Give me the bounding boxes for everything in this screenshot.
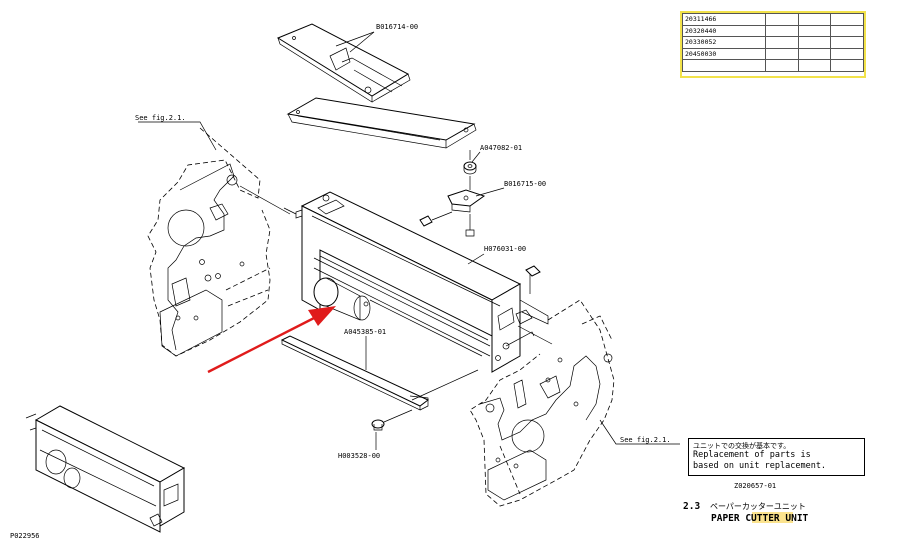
- title-english: PAPER CUTTER UNIT: [711, 513, 809, 524]
- label-top-cover: B016714-00: [376, 23, 418, 31]
- serial-number-cell: 20330052: [682, 36, 766, 49]
- doc-number: Z020657-01: [734, 482, 776, 490]
- serial-blank-cell: [797, 47, 832, 60]
- title-english-suffix: UNIT: [780, 513, 809, 524]
- label-bracket: B016715-00: [504, 180, 546, 188]
- left-side-frame: [138, 121, 271, 357]
- serial-blank-cell: [765, 59, 799, 72]
- title-english-highlight: CUTTER: [745, 513, 780, 524]
- serial-blank-cell: [830, 59, 864, 72]
- cutter-roller-part: [313, 257, 491, 357]
- serial-blank-cell: [765, 47, 799, 60]
- washer-part: [463, 150, 477, 175]
- title-block: Z020657-01 2.3 ペーパーカッターユニット PAPER CUTTER…: [683, 482, 809, 524]
- label-frame: H076031-00: [484, 245, 526, 253]
- note-line-1: Replacement of parts is: [693, 450, 811, 460]
- serial-blank-cell: [797, 59, 832, 72]
- serial-blank-cell: [765, 13, 799, 26]
- small-screw-part: [419, 211, 453, 227]
- ref-left: See fig.2.1.: [135, 114, 186, 122]
- ref-right: See fig.2.1.: [620, 436, 671, 444]
- bottom-screw-part: [371, 409, 413, 450]
- serial-blank-cell: [830, 13, 864, 26]
- lower-shaft-part: [280, 335, 429, 411]
- label-washer: A047082-01: [480, 144, 522, 152]
- note-box: ユニットでの交換が基本です。 Replacement of parts is b…: [688, 438, 865, 476]
- note-japanese: ユニットでの交換が基本です。: [693, 442, 791, 450]
- right-side-frame: [469, 299, 680, 507]
- section-number: 2.3: [683, 501, 700, 512]
- title-english-prefix: PAPER: [711, 513, 745, 524]
- serial-number-cell: [682, 59, 766, 72]
- label-roller: A045385-01: [344, 328, 386, 336]
- serial-row: [682, 59, 864, 72]
- red-pointer-arrow: [207, 306, 336, 374]
- middle-cover-part: [286, 97, 477, 149]
- label-screw: H003528-00: [338, 452, 380, 460]
- serial-number-cell: 20320440: [682, 24, 766, 37]
- serial-blank-cell: [830, 24, 864, 37]
- assembly-guide-lines: [239, 185, 553, 401]
- bracket-part: [447, 176, 486, 237]
- serial-blank-cell: [797, 36, 832, 49]
- cutter-frame-part: [283, 191, 549, 373]
- serial-row: 20450030: [682, 47, 864, 60]
- serial-blank-cell: [830, 47, 864, 60]
- serial-number-cell: 20311466: [682, 13, 766, 26]
- part-number-labels: B016714-00 A047082-01 B016715-00 H076031…: [135, 23, 671, 460]
- assembled-unit-thumbnail: [25, 405, 186, 533]
- serial-blank-cell: [765, 36, 799, 49]
- serial-number-cell: 20450030: [682, 47, 766, 60]
- serial-row: 20320440: [682, 24, 864, 37]
- serial-blank-cell: [765, 24, 799, 37]
- serial-row: 20330052: [682, 36, 864, 49]
- serial-blank-cell: [830, 36, 864, 49]
- serial-blank-cell: [797, 24, 832, 37]
- top-cover-part: [276, 23, 411, 103]
- page-code: P022956: [10, 532, 40, 540]
- serial-blank-cell: [797, 13, 832, 26]
- serial-row: 20311466: [682, 13, 864, 26]
- title-japanese: ペーパーカッターユニット: [710, 502, 806, 511]
- note-line-2: based on unit replacement.: [693, 461, 827, 471]
